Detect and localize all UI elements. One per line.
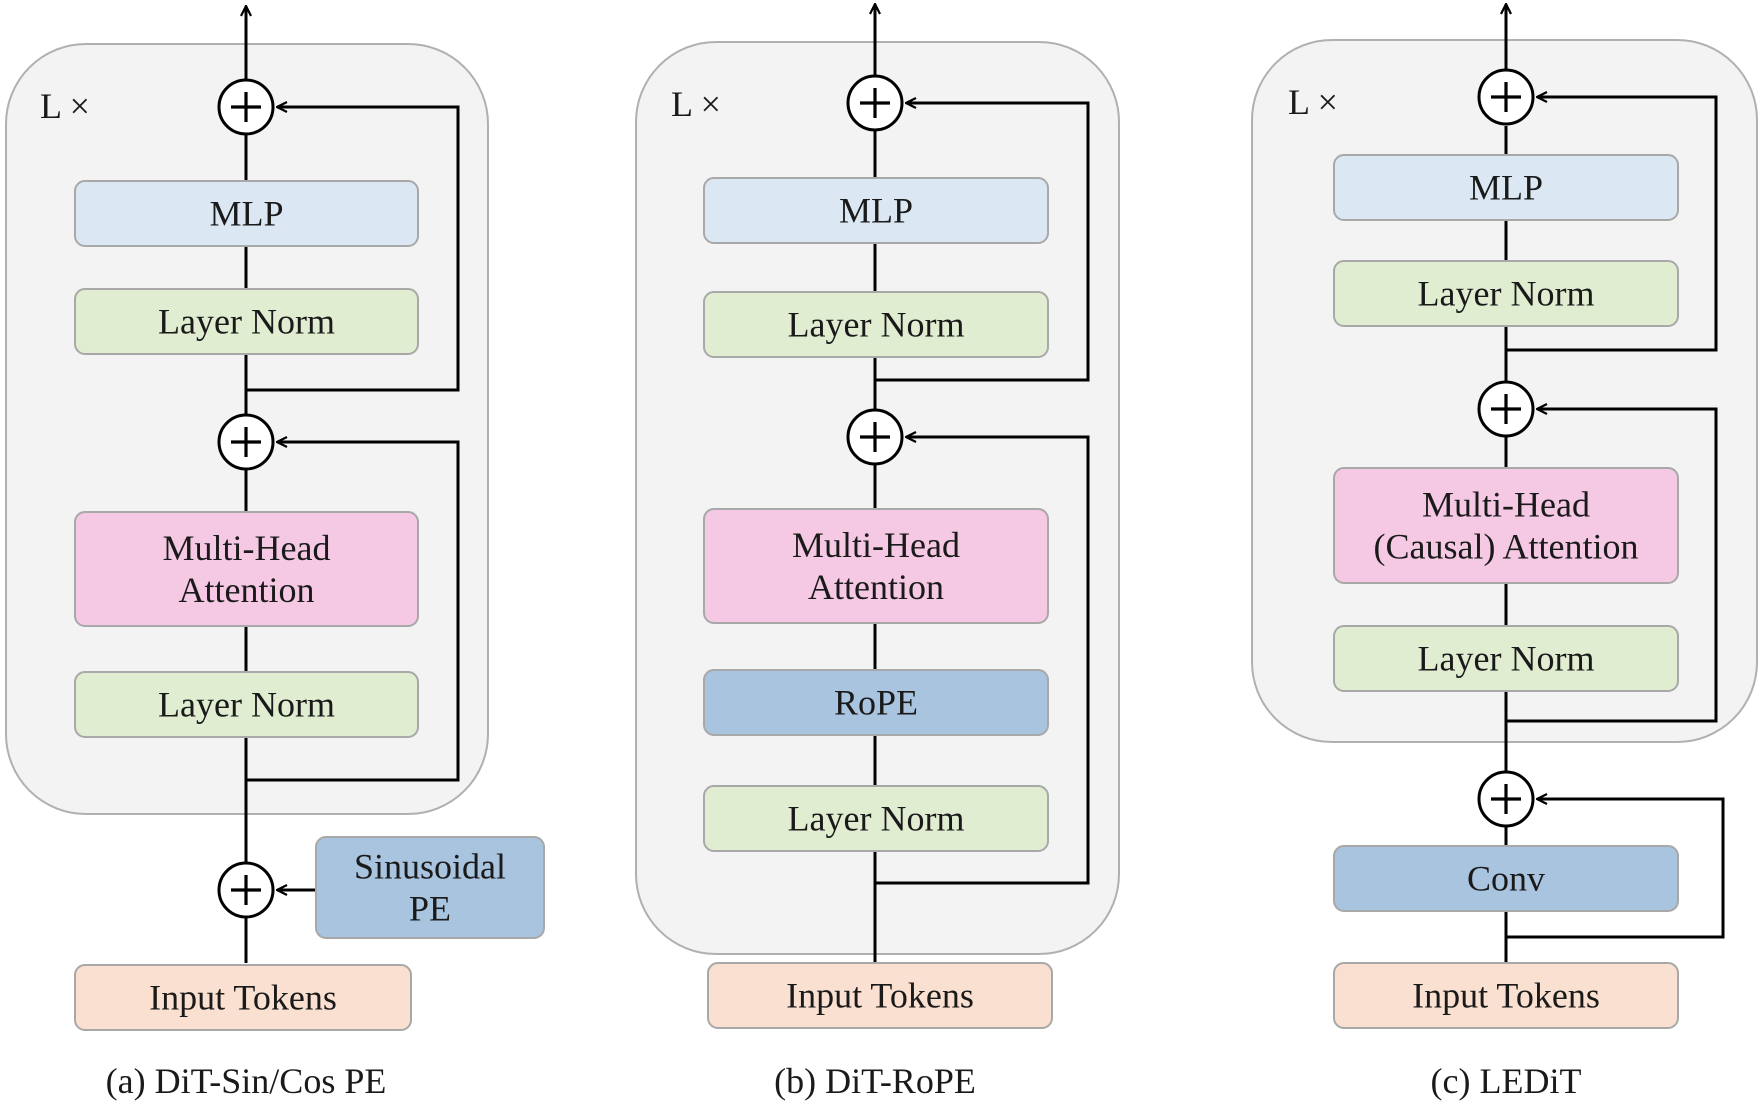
ln2-block xyxy=(74,288,419,355)
add-node-mlp-b xyxy=(846,74,904,132)
plus-glyph xyxy=(1491,82,1521,112)
add-node-pe-a xyxy=(217,861,275,919)
pe-label: Sinusoidal xyxy=(354,847,506,887)
input-label: Input Tokens xyxy=(1412,976,1600,1016)
add-node-attn-a xyxy=(217,413,275,471)
caption-b: (b) DiT-RoPE xyxy=(774,1061,976,1101)
caption-c: (c) LEDiT xyxy=(1431,1061,1582,1101)
pe-label: PE xyxy=(409,889,451,929)
input-block xyxy=(1333,962,1679,1029)
residual-mlp-b xyxy=(875,103,1090,382)
plus-glyph xyxy=(860,88,890,118)
input-block xyxy=(74,964,412,1031)
repeat-label-b: L × xyxy=(671,84,721,124)
ln1-label: Layer Norm xyxy=(788,799,965,839)
plus-glyph xyxy=(1491,394,1521,424)
conv-block xyxy=(1333,845,1679,912)
ln2-label: Layer Norm xyxy=(788,305,965,345)
ln1-label: Layer Norm xyxy=(158,685,335,725)
ln2-label: Layer Norm xyxy=(1418,274,1595,314)
plus-glyph xyxy=(231,427,261,457)
mlp-label: MLP xyxy=(839,191,913,231)
ln2-block xyxy=(703,291,1049,358)
input-label: Input Tokens xyxy=(149,978,337,1018)
attn-label: (Causal) Attention xyxy=(1374,527,1639,567)
add-node-mlp-a xyxy=(217,78,275,136)
rope-label: RoPE xyxy=(834,683,918,723)
add-node-conv-c xyxy=(1477,770,1535,828)
attn-block xyxy=(74,511,419,627)
input-block xyxy=(707,962,1053,1029)
pe-block xyxy=(315,836,545,939)
ln2-label: Layer Norm xyxy=(158,302,335,342)
attn-label: Multi-Head xyxy=(1422,485,1590,525)
repeat-label-a: L × xyxy=(40,86,90,126)
residual-mlp-c xyxy=(1506,97,1718,352)
residual-conv-c xyxy=(1506,799,1725,939)
ln2-block xyxy=(1333,260,1679,327)
input-label: Input Tokens xyxy=(786,976,974,1016)
mlp-block xyxy=(74,180,419,247)
residual-attn-a xyxy=(246,442,460,782)
mlp-block xyxy=(1333,154,1679,221)
mlp-label: MLP xyxy=(1469,168,1543,208)
plus-glyph xyxy=(231,875,261,905)
residual-attn-b xyxy=(875,437,1090,885)
caption-a: (a) DiT-Sin/Cos PE xyxy=(106,1061,387,1101)
add-node-attn-b xyxy=(846,408,904,466)
add-node-mlp-c xyxy=(1477,68,1535,126)
attn-block xyxy=(1333,467,1679,584)
plus-glyph xyxy=(860,422,890,452)
residual-attn-c xyxy=(1506,409,1718,723)
add-node-attn-c xyxy=(1477,380,1535,438)
mlp-label: MLP xyxy=(209,194,283,234)
ln1-block xyxy=(1333,625,1679,692)
attn-label: Attention xyxy=(808,567,944,607)
plus-glyph xyxy=(231,92,261,122)
attn-label: Multi-Head xyxy=(163,528,331,568)
mlp-block xyxy=(703,177,1049,244)
conv-label: Conv xyxy=(1467,859,1545,899)
attn-block xyxy=(703,508,1049,624)
rope-block xyxy=(703,669,1049,736)
ln1-block xyxy=(74,671,419,738)
plus-glyph xyxy=(1491,784,1521,814)
ln1-label: Layer Norm xyxy=(1418,639,1595,679)
attn-label: Multi-Head xyxy=(792,525,960,565)
ln1-block xyxy=(703,785,1049,852)
attn-label: Attention xyxy=(179,570,315,610)
residual-mlp-a xyxy=(246,107,460,392)
repeat-label-c: L × xyxy=(1288,82,1338,122)
